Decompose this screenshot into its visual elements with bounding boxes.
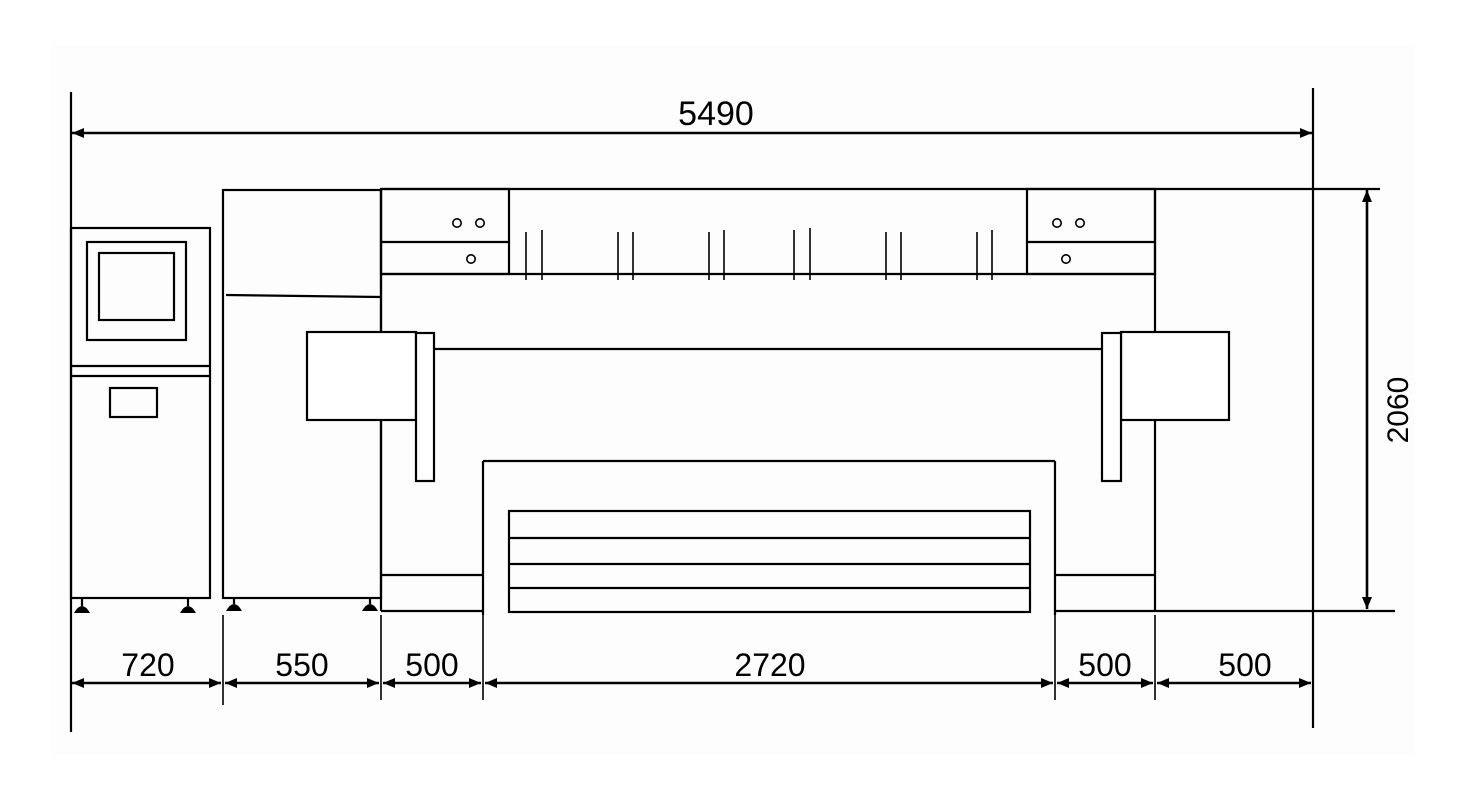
beam-clamps: [525, 228, 993, 280]
monitor-screen: [97, 251, 176, 322]
feed-unit-feet: [226, 598, 378, 611]
segment-dimensions: 720 550 500 2720 500 500: [72, 647, 1311, 688]
right-drive-box: [1100, 330, 1231, 483]
overall-width-label: 5490: [678, 95, 754, 133]
cabinet-panel: [108, 386, 159, 419]
segment-label-2: 550: [275, 647, 328, 683]
segment-label-5: 500: [1078, 647, 1131, 683]
segment-label-4: 2720: [734, 647, 805, 683]
segment-label-6: 500: [1218, 647, 1271, 683]
control-cabinet: [69, 226, 212, 613]
overall-width-dimension: 5490: [72, 95, 1312, 138]
overall-height-label: 2060: [1382, 377, 1415, 444]
left-drive-box: [305, 330, 436, 483]
overall-height-dimension: 2060: [1362, 190, 1415, 609]
segment-label-1: 720: [121, 647, 174, 683]
monitor-frame: [85, 240, 188, 342]
printing-table: [481, 459, 1057, 615]
segment-label-3: 500: [405, 647, 458, 683]
top-beam: [379, 187, 1157, 280]
cabinet-feet: [74, 598, 196, 613]
